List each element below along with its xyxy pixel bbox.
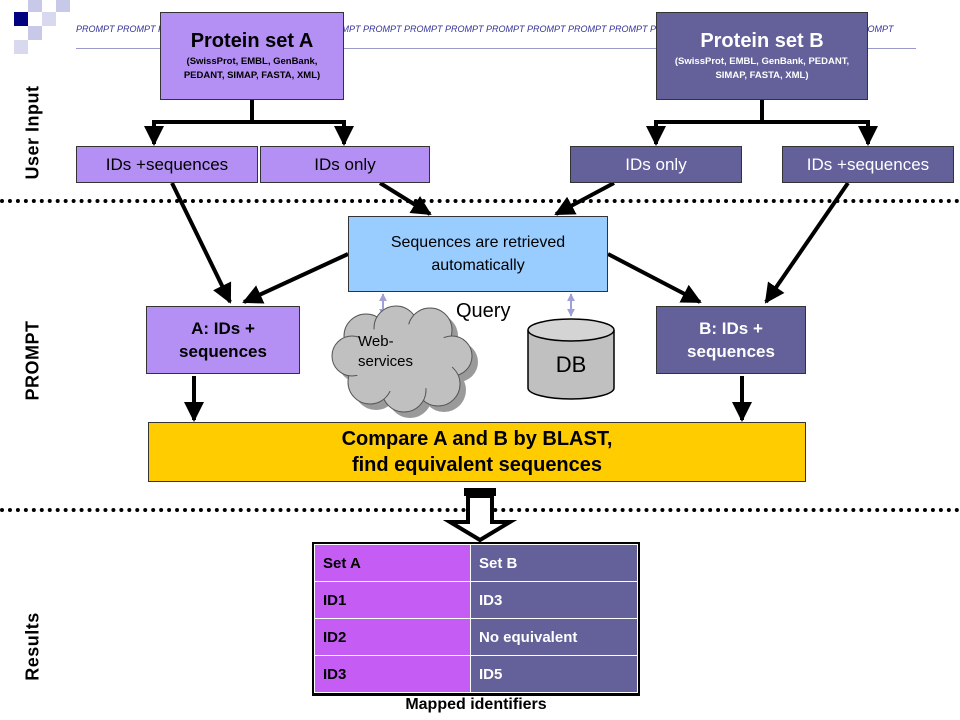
table-row: ID1 ID3: [314, 581, 638, 619]
down-arrow-icon: [442, 488, 518, 543]
web-services-label: Web- services: [358, 333, 414, 370]
table-cell: No equivalent: [470, 618, 638, 656]
sequences-retrieved-box: Sequences are retrieved automatically: [348, 216, 608, 292]
table-row: ID3 ID5: [314, 655, 638, 693]
query-label: Query: [456, 300, 511, 322]
set-b-ids-only: IDs only: [570, 146, 742, 183]
compare-blast-box: Compare A and B by BLAST, find equivalen…: [148, 422, 806, 482]
deco-square: [14, 12, 28, 26]
table-cell: ID5: [470, 655, 638, 693]
protein-set-a-title: Protein set A: [190, 30, 314, 52]
compare-line-1: Compare A and B by BLAST,: [341, 428, 613, 450]
set-a-ids-only: IDs only: [260, 146, 430, 183]
protein-set-b-formats: (SwissProt, EMBL, GenBank, PEDANT, SIMAP…: [674, 56, 850, 81]
mapped-identifiers-table: Set A Set B ID1 ID3 ID2 No equivalent ID…: [314, 544, 638, 693]
db-label: DB: [555, 352, 587, 377]
deco-square: [28, 0, 42, 12]
protein-set-b-box: Protein set B (SwissProt, EMBL, GenBank,…: [656, 12, 868, 100]
table-cell: ID2: [314, 618, 471, 656]
compare-line-2: find equivalent sequences: [351, 454, 603, 476]
cloud-icon: [331, 305, 478, 418]
deco-square: [14, 40, 28, 54]
table-cell: ID1: [314, 581, 471, 619]
set-b-ids-sequences: IDs +sequences: [782, 146, 954, 183]
deco-square: [28, 26, 42, 40]
database-icon: [527, 318, 615, 400]
protein-set-a-box: Protein set A (SwissProt, EMBL, GenBank,…: [160, 12, 344, 100]
table-caption: Mapped identifiers: [405, 696, 547, 713]
table-cell: ID3: [470, 581, 638, 619]
protein-set-a-formats: (SwissProt, EMBL, GenBank, PEDANT, SIMAP…: [183, 56, 321, 81]
table-row: ID2 No equivalent: [314, 618, 638, 656]
table-row: Set A Set B: [314, 544, 638, 582]
deco-square: [42, 12, 56, 26]
deco-square: [56, 0, 70, 12]
table-cell: ID3: [314, 655, 471, 693]
separator-line: [0, 199, 960, 203]
protein-set-b-title: Protein set B: [700, 30, 824, 52]
set-a-ids-sequences: IDs +sequences: [76, 146, 258, 183]
header-set-a: Set A: [314, 544, 471, 582]
header-set-b: Set B: [470, 544, 638, 582]
a-ids-sequences-box: A: IDs + sequences: [146, 306, 300, 374]
banner-text: PROMPT PROMPT PROMPT PROMPT PROMPT PROMP…: [76, 24, 894, 34]
b-ids-sequences-box: B: IDs + sequences: [656, 306, 806, 374]
